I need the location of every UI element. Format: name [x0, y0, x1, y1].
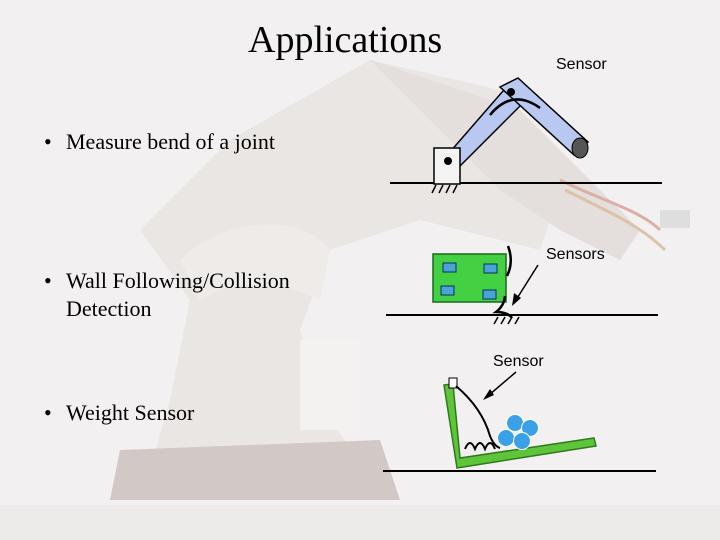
bend-sensor-icon: [489, 98, 541, 116]
bullet-marker: •: [44, 400, 52, 425]
wall-following-diagram: [386, 245, 658, 325]
weight-ball: [497, 429, 515, 447]
bullet-text: Measure bend of a joint: [66, 129, 275, 154]
whisker-sensor-top-icon: [505, 245, 512, 277]
base-block: [433, 147, 461, 185]
bullet-text: Weight Sensor: [66, 400, 195, 425]
joint-sensor-label: Sensor: [556, 56, 607, 73]
wall-sensors-label: Sensors: [546, 246, 605, 263]
spring-icon: [464, 442, 496, 452]
bullet-measure-bend: • Measure bend of a joint: [44, 128, 364, 156]
ground-hatch-icon: [493, 316, 520, 325]
hinge-block: [448, 377, 458, 389]
weight-ball: [521, 419, 539, 437]
bullet-text: Wall Following/Collision Detection: [66, 268, 290, 321]
weight-ball: [506, 414, 524, 432]
base-pivot-icon: [444, 157, 452, 165]
whisker-sensor-bottom-icon: [492, 295, 514, 319]
forearm-segment: [498, 77, 590, 157]
arrow-head-icon: [483, 389, 494, 400]
robot-window: [442, 262, 457, 273]
robot-window: [482, 289, 497, 300]
robot-window: [440, 285, 455, 296]
weight-sensor-diagram: [383, 371, 656, 472]
robot-window: [483, 263, 498, 274]
arrow-head-icon: [512, 293, 521, 306]
ground-hatch-icon: [431, 184, 458, 194]
weight-ball: [513, 432, 531, 450]
elbow-pivot-icon: [507, 88, 515, 96]
bullet-weight-sensor: • Weight Sensor: [44, 399, 334, 427]
bullet-wall-following: • Wall Following/Collision Detection: [44, 267, 334, 323]
pressure-sensor-icon: [455, 385, 501, 449]
bullet-marker: •: [44, 268, 52, 293]
bullet-marker: •: [44, 129, 52, 154]
weight-sensor-label: Sensor: [493, 353, 544, 370]
forearm-end: [571, 137, 589, 159]
slide-title: Applications: [248, 19, 443, 61]
joint-bend-diagram: [390, 77, 662, 194]
